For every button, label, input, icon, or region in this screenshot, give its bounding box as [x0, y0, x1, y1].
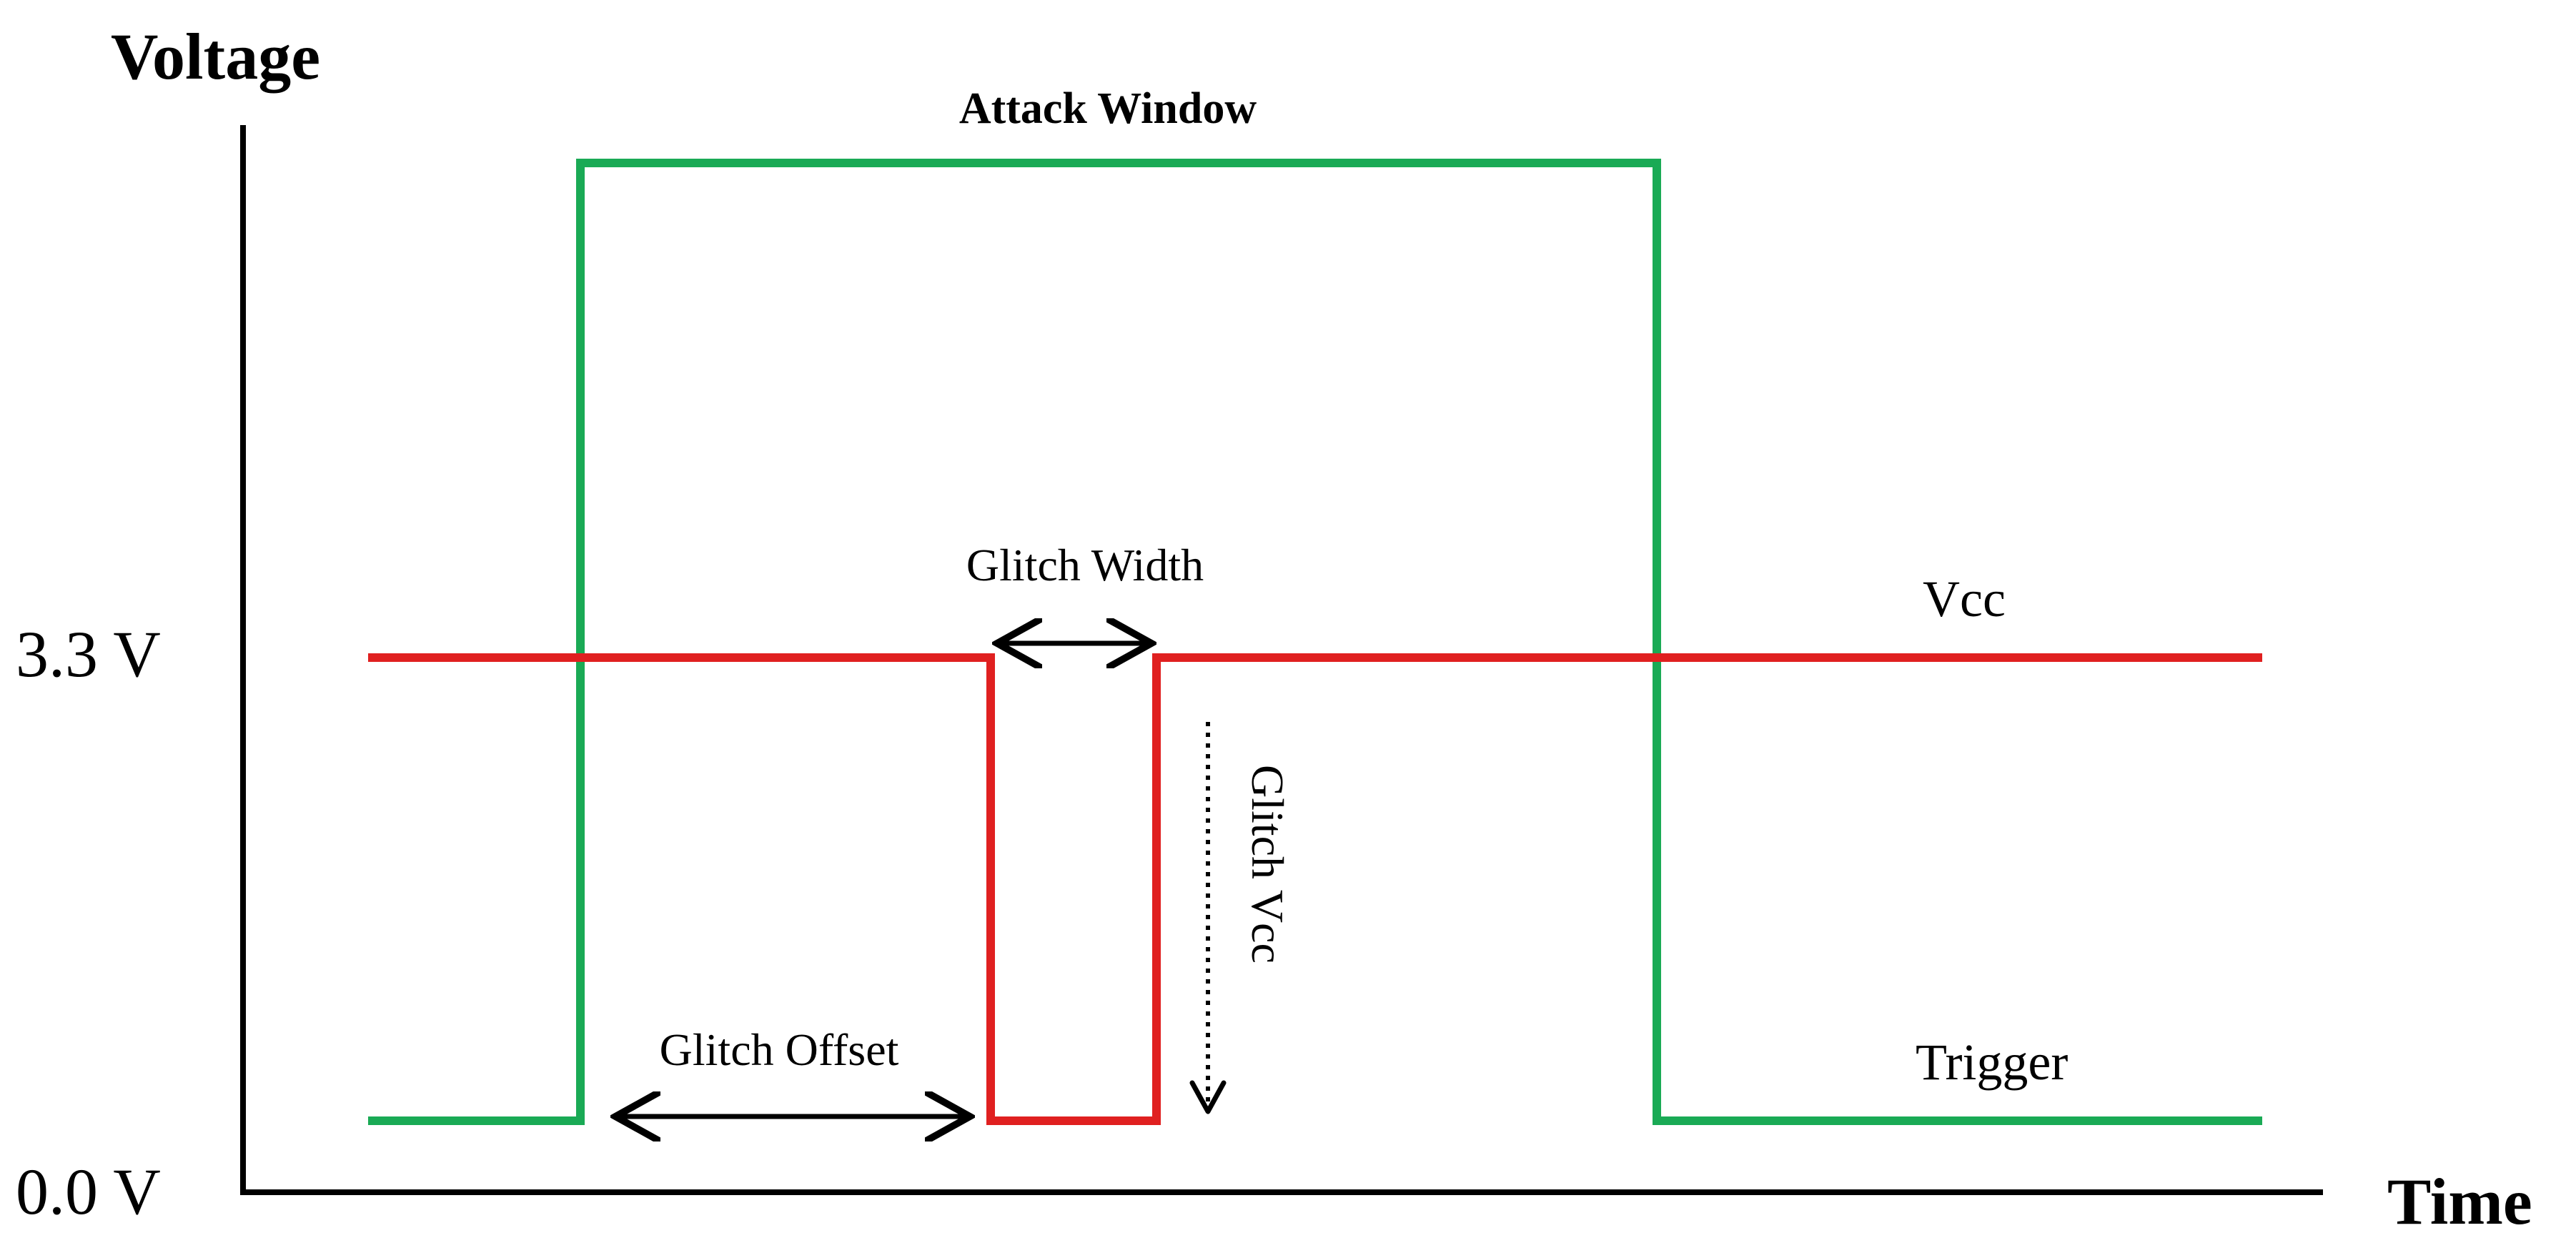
vcc-trace [368, 653, 2262, 1125]
trigger-label: Trigger [1916, 1034, 2068, 1091]
y-axis-title: Voltage [111, 20, 320, 93]
level-high-label: 3.3 V [16, 618, 161, 690]
glitch-offset-label: Glitch Offset [660, 1024, 899, 1075]
glitch-vcc-label: Glitch Vcc [1242, 765, 1293, 964]
glitch-vcc-arrowhead [1189, 1080, 1227, 1114]
vcc-label: Vcc [1923, 570, 2006, 628]
attack-window-label: Attack Window [959, 84, 1257, 133]
x-axis-title: Time [2387, 1165, 2532, 1238]
level-low-label: 0.0 V [16, 1155, 161, 1228]
trigger-trace [368, 159, 2262, 1125]
glitch-width-label: Glitch Width [966, 540, 1204, 590]
